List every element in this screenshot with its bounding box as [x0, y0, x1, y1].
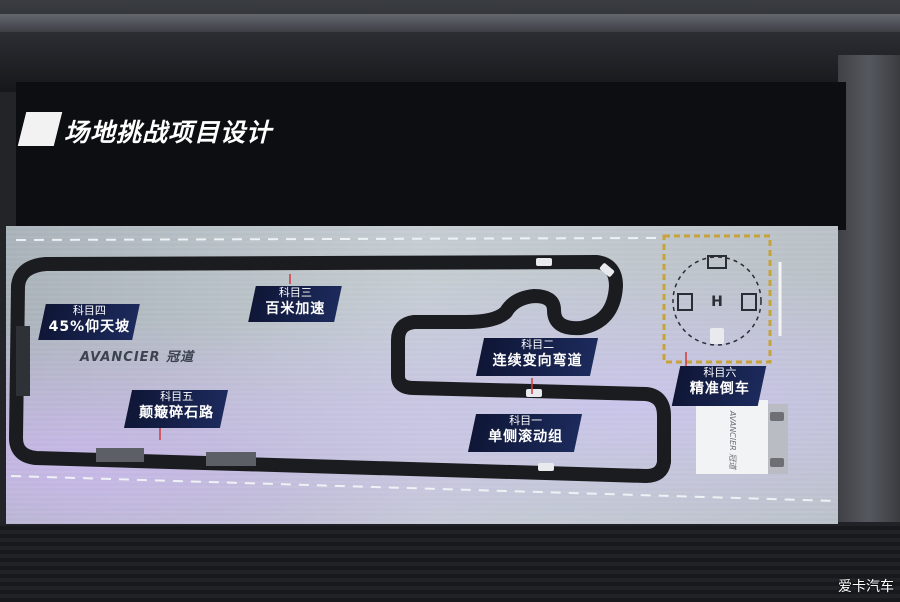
parking-area — [662, 234, 772, 364]
car-4 — [538, 463, 554, 471]
station-number: 科目六 — [703, 366, 737, 379]
ceiling-light — [0, 14, 900, 32]
station-card-1: 科目一 单侧滚动组 — [467, 414, 583, 452]
station-number: 科目一 — [509, 414, 543, 427]
watermark: 爱卡汽车 — [838, 579, 894, 595]
boundary-line-bottom — [10, 475, 837, 502]
car-garage-2 — [770, 458, 784, 467]
wall-right — [838, 55, 900, 602]
car-1 — [536, 258, 552, 266]
station-number: 科目二 — [521, 338, 555, 351]
garage-building — [696, 400, 768, 474]
station-card-4: 科目四 45%仰天坡 — [38, 304, 140, 340]
station-card-5: 科目五 颠簸碎石路 — [123, 390, 229, 428]
garage-sign: AVANCIER 冠道 — [728, 410, 737, 471]
station-card-3: 科目三 百米加速 — [248, 286, 342, 322]
floor — [0, 522, 900, 602]
parking-slot-top — [707, 255, 727, 269]
station-number: 科目五 — [160, 390, 194, 403]
screen-header-area — [16, 82, 846, 230]
station-name: 精准倒车 — [689, 381, 750, 397]
brand-logo: AVANCIER 冠道 — [80, 350, 195, 365]
station-name: 45%仰天坡 — [48, 319, 131, 335]
honda-logo-icon: H — [711, 294, 723, 310]
parking-circle — [672, 256, 762, 346]
car-3 — [526, 389, 542, 397]
parking-slot-right — [741, 293, 757, 311]
car-parked — [710, 328, 724, 344]
station-name: 颠簸碎石路 — [139, 405, 215, 421]
parking-slot-left — [677, 293, 693, 311]
station-name: 连续变向弯道 — [492, 353, 583, 369]
garage-bay — [768, 404, 788, 474]
station-number: 科目三 — [278, 286, 312, 299]
gravel-block-1 — [96, 448, 144, 462]
boundary-line-top — [15, 237, 657, 241]
station-card-6: 科目六 精准倒车 — [671, 366, 767, 406]
track-svg: H AVANCIER 冠道 — [9, 234, 837, 502]
car-2 — [599, 263, 615, 277]
gravel-block-2 — [206, 452, 256, 466]
station-number: 科目四 — [72, 304, 106, 317]
station-name: 单侧滚动组 — [488, 429, 564, 445]
station-name: 百米加速 — [265, 301, 326, 317]
station-card-2: 科目二 连续变向弯道 — [475, 338, 599, 376]
page-title: 场地挑战项目设计 — [64, 118, 273, 147]
car-garage-1 — [770, 412, 784, 421]
ramp-block — [16, 326, 30, 396]
